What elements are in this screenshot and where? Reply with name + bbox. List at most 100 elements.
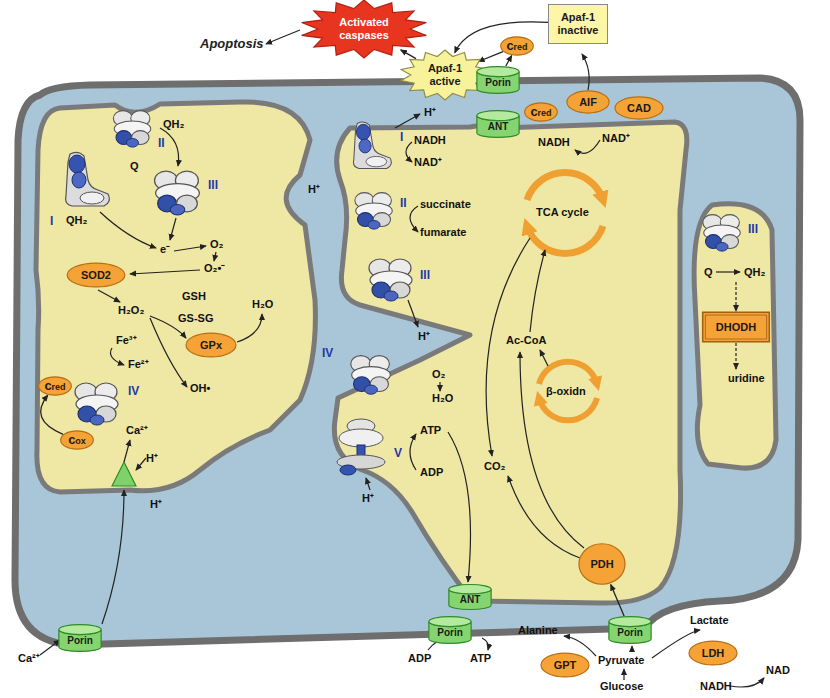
metabolite-label: NAD⁺ — [414, 156, 442, 169]
art-path — [237, 314, 262, 342]
outline-polygon — [401, 50, 489, 100]
art-path — [150, 318, 187, 387]
matrix-middle — [334, 122, 687, 603]
protein-ellipse: GPT — [540, 652, 590, 678]
outline-ellipse — [477, 67, 519, 77]
outline-rect — [705, 315, 766, 339]
art-path — [111, 348, 125, 365]
metabolite-label: Q — [130, 160, 139, 173]
porin-channel: Porin — [476, 66, 520, 94]
complex-number: V — [394, 446, 402, 460]
art-path — [486, 238, 530, 456]
node-label: cred — [44, 379, 65, 394]
node-label: Porin — [485, 76, 511, 89]
art-path — [730, 678, 764, 687]
node-label: cred — [530, 105, 551, 120]
node-label: cred — [506, 39, 527, 54]
art-path — [482, 638, 488, 650]
arrow-connector — [479, 52, 504, 62]
metabolite-label: Alanine — [518, 624, 558, 637]
art-path — [170, 218, 176, 240]
metabolite-label: Pyruvate — [598, 654, 644, 667]
outline-rect — [703, 312, 770, 341]
art-path — [214, 252, 216, 261]
art-path — [527, 172, 603, 200]
node-label: ANT — [460, 593, 481, 606]
outline-ellipse — [39, 377, 72, 395]
metabolite-label: H⁺ — [362, 492, 374, 505]
complex-number: I — [50, 214, 53, 228]
node-label: LDH — [702, 647, 725, 660]
metabolite-label: CO₂ — [484, 460, 505, 473]
protein-ellipse: SOD2 — [66, 262, 126, 288]
art-path — [623, 669, 624, 680]
art-path — [735, 343, 736, 369]
art-use — [155, 171, 200, 215]
metabolite-label: H₂O — [432, 392, 453, 405]
metabolite-label: O₂ — [432, 368, 445, 381]
art-use — [353, 122, 391, 168]
complex-number: IV — [322, 346, 333, 360]
node-label: Porin — [617, 626, 643, 639]
complex-number: II — [400, 196, 407, 210]
outline-ellipse — [449, 585, 491, 594]
art-path — [40, 640, 60, 655]
node-label: Apaf-1 inactive — [551, 11, 605, 37]
protein-ellipse: cred — [500, 36, 534, 56]
metabolite-label: H⁺ — [308, 183, 320, 196]
art-path — [582, 54, 589, 90]
metabolite-label: Glucose — [600, 680, 643, 693]
art-use — [703, 215, 740, 252]
protein-ellipse: GPx — [185, 332, 237, 358]
metabolite-label: uridine — [728, 372, 765, 385]
art-path — [439, 382, 440, 391]
art-use — [351, 356, 391, 395]
outline-ellipse — [67, 263, 125, 287]
node-label: PDH — [590, 558, 613, 571]
protein-ellipse: AIF — [566, 90, 610, 114]
outline-ellipse — [477, 111, 519, 121]
art-path — [100, 212, 156, 248]
metabolite-label: O₂•⁻ — [204, 262, 225, 275]
node-label: CAD — [627, 102, 651, 115]
node-label: SOD2 — [81, 269, 111, 282]
node-label: AIF — [579, 96, 597, 109]
matrix-right — [694, 204, 776, 468]
art-path — [539, 398, 597, 420]
art-path — [366, 478, 370, 490]
art-use — [369, 259, 412, 301]
art-path — [508, 476, 580, 558]
metabolite-label: OH• — [190, 382, 210, 395]
metabolite-label: H⁺ — [418, 330, 430, 343]
metabolite-label: Q — [704, 266, 713, 279]
protein-ellipse: cred — [524, 102, 558, 122]
art-path — [130, 270, 200, 274]
metabolite-label: Fe³⁺ — [116, 334, 137, 347]
node-label: GPT — [554, 659, 577, 672]
art-path — [527, 226, 603, 254]
metabolite-label: ATP — [420, 424, 441, 437]
complex-number: IV — [128, 384, 139, 398]
arrow-connector — [41, 395, 63, 434]
art-path — [575, 140, 600, 153]
metabolite-label: QH₂ — [66, 214, 87, 227]
metabolite-label: ADP — [408, 652, 431, 665]
metabolite-label: TCA cycle — [536, 206, 589, 219]
metabolite-label: GS-SG — [178, 312, 213, 325]
node-label: ANT — [488, 120, 509, 133]
metabolite-label: Ac-CoA — [506, 334, 546, 347]
art-use — [337, 419, 385, 475]
art-use — [66, 152, 110, 206]
art-path — [410, 206, 418, 232]
metabolite-label: ADP — [420, 466, 443, 479]
art-path — [98, 290, 120, 302]
porin-channel: Porin — [428, 616, 472, 644]
outline-polygon — [302, 0, 427, 58]
complex-number: III — [748, 222, 758, 236]
metabolite-label: Ca²⁺ — [126, 424, 148, 437]
complex-number: II — [158, 136, 165, 150]
node-label: Porin — [437, 626, 463, 639]
outline-ellipse — [501, 37, 534, 55]
